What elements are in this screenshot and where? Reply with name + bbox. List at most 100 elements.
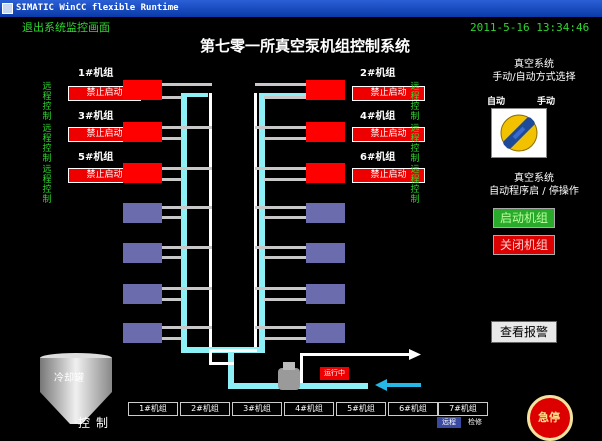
app-icon (2, 3, 13, 14)
mode-selector-switch[interactable] (491, 108, 547, 158)
pipe-segment (264, 298, 306, 301)
exit-monitor-button[interactable]: 退出系统监控画面 (22, 21, 110, 34)
datetime-display: 2011-5-16 13:34:46 (470, 21, 590, 34)
cooling-tank-label: 冷却罐 (54, 373, 84, 384)
unit-3-title: 3#机组 (78, 111, 114, 122)
pipe-segment (255, 206, 307, 209)
pipe-segment (264, 137, 306, 140)
unit-4-forbid-button[interactable]: 禁止启动 (352, 127, 425, 142)
pipe-segment (255, 287, 307, 290)
table-header-cell: 2#机组 (180, 402, 230, 416)
table-header-cell: 4#机组 (284, 402, 334, 416)
pipe-segment (162, 298, 182, 301)
pipe-segment (264, 96, 306, 99)
program-caption: 真空系统 自动程序启 / 停操作 (475, 172, 593, 198)
pump-block (123, 203, 162, 223)
mode-caption-line2: 手动/自动方式选择 (492, 72, 576, 83)
unit-2-title: 2#机组 (360, 68, 396, 79)
pipe-segment (209, 352, 212, 364)
pipe-segment (209, 362, 234, 365)
pipe-segment (255, 83, 307, 86)
pump-block (306, 323, 345, 343)
pipe-segment (255, 167, 307, 170)
unit-6-forbid-button[interactable]: 禁止启动 (352, 168, 425, 183)
unit7-maintenance-toggle[interactable]: 检修 (468, 418, 482, 426)
auto-label: 自动 (487, 97, 506, 107)
pipe-segment (209, 349, 257, 352)
manual-label: 手动 (537, 97, 556, 107)
pump-block (306, 203, 345, 223)
mode-select-caption: 真空系统 手动/自动方式选择 (475, 58, 593, 84)
window-titlebar: SIMATIC WinCC flexible Runtime (0, 0, 602, 17)
pipe-segment (264, 337, 306, 340)
unit-2-status-block (306, 80, 345, 100)
unit-3-remote-label: 远程控制 (42, 124, 52, 164)
pipe-segment (162, 167, 212, 170)
emergency-stop-label: 急停 (538, 411, 560, 424)
unit-4-title: 4#机组 (360, 111, 396, 122)
pipe-segment (262, 93, 306, 97)
unit-6-remote-label: 远程控制 (410, 165, 420, 205)
window-title: SIMATIC WinCC flexible Runtime (16, 3, 179, 13)
pipe-segment (162, 246, 212, 249)
unit-5-remote-label: 远程控制 (42, 165, 52, 205)
rotary-switch-icon (500, 114, 538, 152)
pipe-segment (259, 93, 265, 351)
start-unit-button[interactable]: 启动机组 (493, 208, 555, 228)
unit-1-forbid-button[interactable]: 禁止启动 (68, 86, 141, 101)
program-caption-line2: 自动程序启 / 停操作 (489, 186, 579, 197)
pipe-segment (228, 352, 234, 388)
pipe-segment (181, 93, 187, 353)
unit-4-remote-label: 远程控制 (410, 124, 420, 164)
view-alarms-button[interactable]: 查看报警 (491, 321, 557, 343)
pipe-segment (255, 246, 307, 249)
pump-block (306, 284, 345, 304)
outlet-arrow-icon (373, 349, 421, 360)
pipe-segment (300, 353, 390, 356)
pipe-segment (162, 96, 182, 99)
pipe-segment (162, 83, 212, 86)
pipe-segment (162, 178, 182, 181)
vacuum-pump-icon (278, 368, 300, 390)
pump-block (306, 243, 345, 263)
pipe-segment (186, 93, 208, 97)
cooling-tank-icon (40, 353, 112, 424)
pump-block (123, 243, 162, 263)
pipe-segment (162, 337, 182, 340)
pipe-segment (162, 206, 212, 209)
pump-block (123, 323, 162, 343)
unit-5-status-block (123, 163, 162, 183)
pipe-segment (162, 326, 212, 329)
pipe-segment (255, 126, 307, 129)
pump-block (123, 284, 162, 304)
unit-2-forbid-button[interactable]: 禁止启动 (352, 86, 425, 101)
unit-3-forbid-button[interactable]: 禁止启动 (68, 127, 141, 142)
unit-2-remote-label: 远程控制 (410, 82, 420, 122)
table-header-cell: 3#机组 (232, 402, 282, 416)
page-title: 第七零一所真空泵机组控制系统 (199, 37, 410, 55)
pump-motor-icon (283, 362, 295, 370)
unit-1-status-block (123, 80, 162, 100)
unit-4-status-block (306, 122, 345, 142)
pipe-segment (162, 287, 212, 290)
unit-1-remote-label: 远程控制 (42, 82, 52, 122)
pipe-segment (209, 93, 212, 350)
mode-caption-line1: 真空系统 (514, 59, 554, 70)
pipe-segment (162, 137, 182, 140)
pipe-segment (254, 93, 257, 350)
pipe-segment (255, 326, 307, 329)
pipe-segment (162, 256, 182, 259)
unit-5-title: 5#机组 (78, 152, 114, 163)
pipe-segment (264, 256, 306, 259)
inlet-arrow-icon (375, 379, 421, 391)
unit-3-status-block (123, 122, 162, 142)
unit-5-forbid-button[interactable]: 禁止启动 (68, 168, 141, 183)
pipe-segment (300, 353, 303, 383)
unit7-remote-toggle[interactable]: 远程 (437, 417, 461, 428)
stop-unit-button[interactable]: 关闭机组 (493, 235, 555, 255)
table-header-cell: 1#机组 (128, 402, 178, 416)
pipe-segment (162, 216, 182, 219)
unit-6-status-block (306, 163, 345, 183)
control-label: 控制 (78, 416, 115, 430)
unit-1-title: 1#机组 (78, 68, 114, 79)
